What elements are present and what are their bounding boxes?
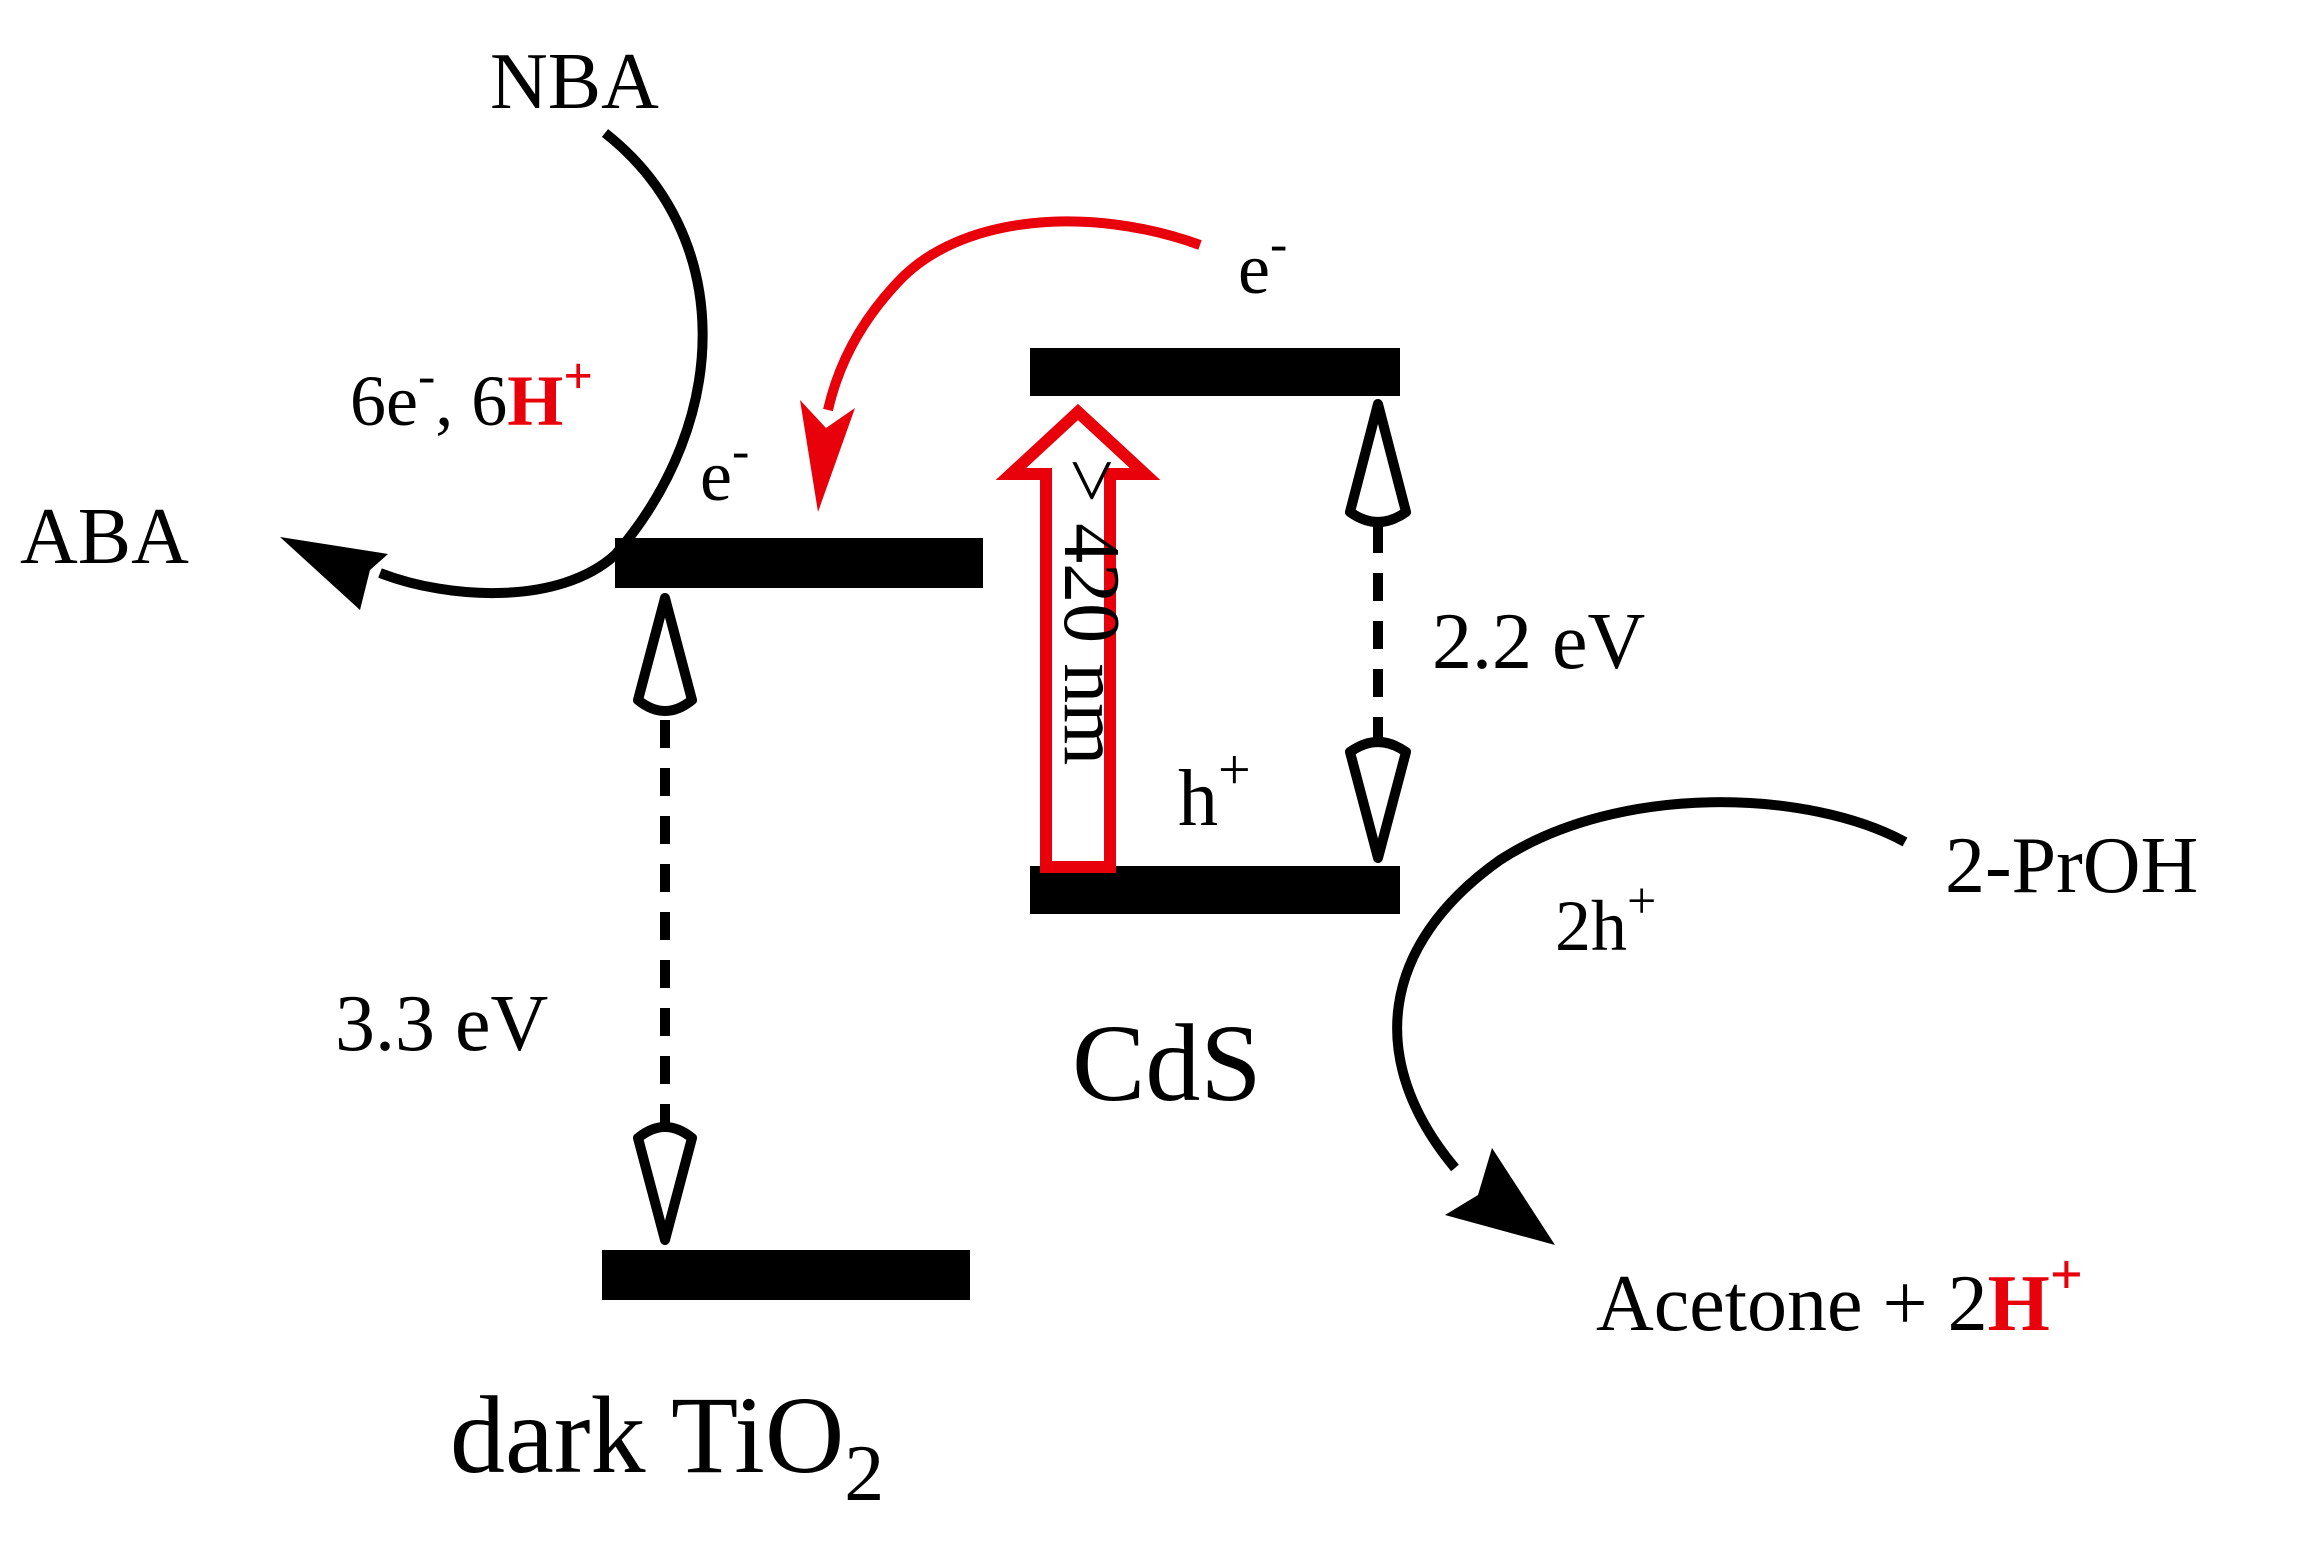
electron-transfer-arrow — [800, 216, 1202, 512]
proh-oxidation-arrow — [1392, 797, 1908, 1245]
cds-bandgap-label: 2.2 eV — [1432, 598, 1645, 686]
two-hole-label: 2h+ — [1555, 873, 1656, 966]
nba-reduction-arrow — [280, 129, 708, 610]
tio2-bandgap-label: 3.3 eV — [335, 980, 548, 1068]
tio2-valence-band — [602, 1250, 970, 1300]
cds-label: CdS — [1072, 1002, 1262, 1124]
cds-conduction-band — [1030, 348, 1400, 396]
cds-valence-band — [1030, 866, 1400, 914]
aba-label: ABA — [20, 493, 189, 581]
cds-bandgap-arrow — [1345, 399, 1411, 863]
tio2-bandgap-arrow — [633, 593, 697, 1245]
tio2-conduction-band — [615, 538, 983, 588]
nba-label: NBA — [490, 38, 659, 126]
six-electron-six-proton-label: 6e-, 6H+ — [350, 348, 593, 441]
cds-electron-label: e- — [1238, 216, 1287, 309]
light-excitation-arrow — [995, 403, 1161, 873]
cds-hole-label: h+ — [1178, 737, 1251, 843]
dark-tio2-label: dark TiO2 — [450, 1374, 884, 1518]
tio2-electron-label: e- — [700, 423, 749, 516]
acetone-label: Acetone + 2H+ — [1596, 1242, 2083, 1348]
proh-label: 2-PrOH — [1945, 822, 2198, 910]
wavelength-label: > 420 nm — [1047, 458, 1135, 765]
